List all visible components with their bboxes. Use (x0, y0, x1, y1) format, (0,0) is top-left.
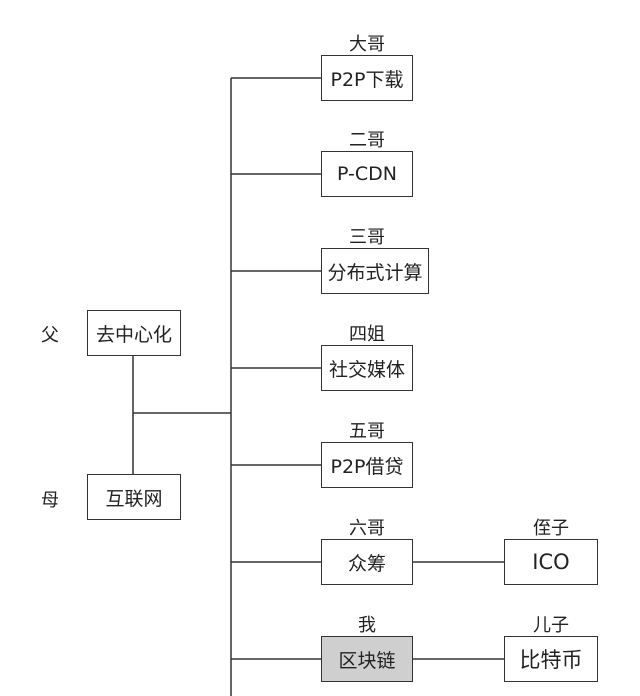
node-internet: 互联网 (87, 474, 181, 520)
relation-label-child-6: 六哥 (349, 518, 385, 539)
node-distributed-computing: 分布式计算 (321, 248, 429, 294)
node-crowdfunding: 众筹 (321, 539, 413, 585)
node-decentralization: 去中心化 (87, 310, 181, 356)
relation-label-nephew: 侄子 (533, 518, 569, 539)
relation-label-child-5: 五哥 (349, 421, 385, 442)
relation-label-child-4: 四姐 (349, 324, 385, 345)
node-p2p-lending: P2P借贷 (321, 442, 413, 488)
node-bitcoin: 比特币 (504, 636, 598, 682)
relation-label-father: 父 (41, 325, 59, 346)
node-p-cdn: P-CDN (321, 151, 413, 197)
relation-label-mother: 母 (41, 490, 59, 511)
relation-label-son: 儿子 (533, 615, 569, 636)
relation-label-child-2: 二哥 (349, 130, 385, 151)
node-blockchain: 区块链 (321, 636, 413, 682)
relation-label-self: 我 (358, 615, 376, 636)
node-p2p-download: P2P下载 (321, 55, 413, 101)
node-ico: ICO (504, 539, 598, 585)
node-social-media: 社交媒体 (321, 345, 413, 391)
relation-label-child-3: 三哥 (349, 227, 385, 248)
relation-label-child-1: 大哥 (349, 34, 385, 55)
